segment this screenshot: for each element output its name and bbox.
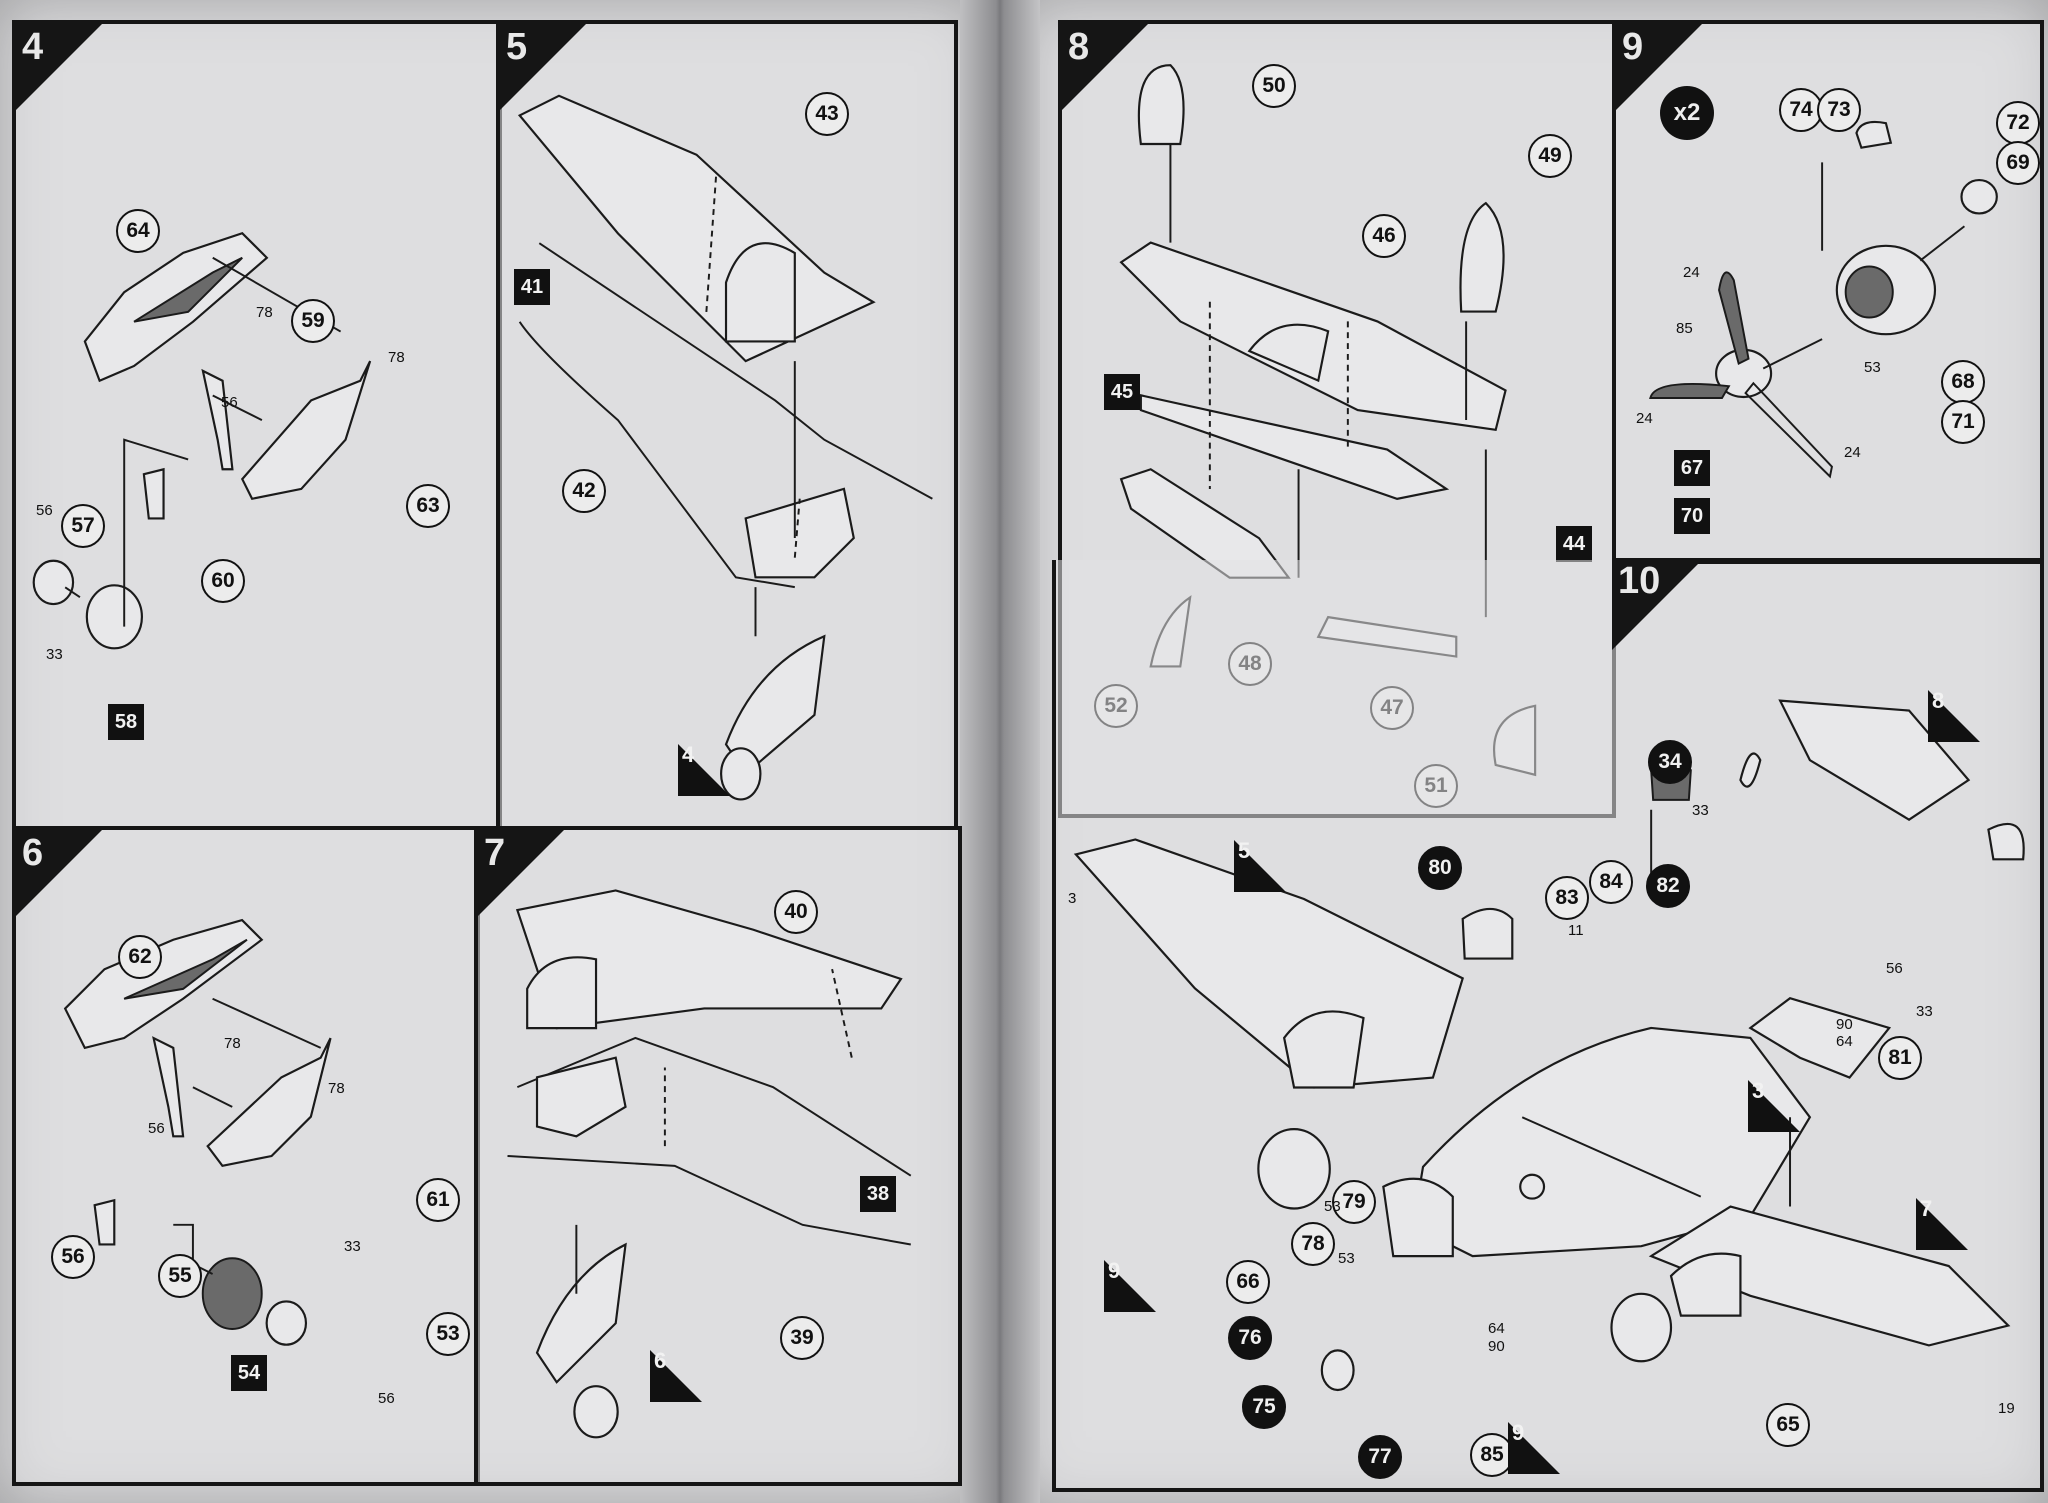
part-callout: 61 [416, 1178, 460, 1222]
part-callout: 84 [1589, 860, 1633, 904]
part-callout: 85 [1470, 1433, 1514, 1477]
step-4-number: 4 [22, 26, 44, 68]
part-number: 56 [378, 1390, 395, 1407]
part-callout: 57 [61, 504, 105, 548]
part-number: 33 [344, 1238, 361, 1255]
part-number: 11 [1568, 922, 1584, 939]
step-4-drawing [32, 231, 372, 650]
part-callout: 78 [1291, 1222, 1335, 1266]
part-callout: 77 [1358, 1435, 1402, 1479]
step-7-number: 7 [484, 832, 506, 874]
part-number: 78 [224, 1035, 241, 1052]
part-box: 44 [1556, 526, 1592, 562]
part-callout: 39 [780, 1316, 824, 1360]
part-number: 33 [46, 646, 63, 663]
part-callout: 75 [1242, 1385, 1286, 1429]
step-4-marker [16, 24, 104, 112]
part-callout: 55 [158, 1254, 202, 1298]
part-number: 85 [1676, 320, 1693, 337]
step-5-number: 5 [506, 26, 528, 68]
part-box: 41 [514, 269, 550, 305]
step-9-drawing [1649, 120, 1998, 479]
part-callout: 59 [291, 299, 335, 343]
part-callout: 42 [562, 469, 606, 513]
part-number: 78 [256, 304, 273, 321]
step-5-marker [500, 24, 588, 112]
part-box: 67 [1674, 450, 1710, 486]
part-number: 64 [1836, 1033, 1853, 1050]
book-gutter [960, 0, 1040, 1503]
part-number: 3 [1068, 890, 1077, 907]
part-number: 33 [1692, 802, 1709, 819]
part-callout: 49 [1528, 134, 1572, 178]
part-box: 54 [231, 1355, 267, 1391]
part-callout: 71 [1941, 400, 1985, 444]
part-number: 53 [1324, 1198, 1341, 1215]
part-callout: 46 [1362, 214, 1406, 258]
step-6-number: 6 [22, 832, 44, 874]
part-callout: 62 [118, 935, 162, 979]
part-number: 56 [1886, 960, 1903, 977]
part-callout: 69 [1996, 141, 2040, 185]
part-number: 90 [1488, 1338, 1505, 1355]
part-callout: 56 [51, 1235, 95, 1279]
part-number: 56 [148, 1120, 165, 1137]
step-6-marker [16, 830, 104, 918]
part-box: 45 [1104, 374, 1140, 410]
part-callout: 60 [201, 559, 245, 603]
part-callout: 81 [1878, 1036, 1922, 1080]
part-box: 70 [1674, 498, 1710, 534]
part-number: 53 [1864, 359, 1881, 376]
step-10-number: 10 [1618, 560, 1661, 602]
part-callout: 65 [1766, 1403, 1810, 1447]
part-callout: 72 [1996, 101, 2040, 145]
part-callout: 73 [1817, 88, 1861, 132]
step-4-panel: 4 64 59 57 63 60 78 78 56 56 33 58 [12, 20, 502, 830]
part-number: 19 [1998, 1400, 2015, 1417]
step-5-drawing [517, 94, 933, 801]
part-callout: 76 [1228, 1316, 1272, 1360]
part-box: 58 [108, 704, 144, 740]
part-number: 90 [1836, 1016, 1853, 1033]
part-number: 24 [1844, 444, 1861, 461]
quantity-badge: x2 [1660, 86, 1714, 140]
part-number: 56 [221, 394, 238, 411]
part-callout: 79 [1332, 1180, 1376, 1224]
part-box: 38 [860, 1176, 896, 1212]
step-7-panel: 7 40 39 38 6 [474, 826, 962, 1486]
part-callout: 40 [774, 890, 818, 934]
part-callout: 43 [805, 92, 849, 136]
part-number: 56 [36, 502, 53, 519]
part-number: 33 [1916, 1003, 1933, 1020]
part-callout: 80 [1418, 846, 1462, 890]
part-callout: 68 [1941, 360, 1985, 404]
part-callout: 34 [1648, 740, 1692, 784]
step-10-top-border [1614, 560, 2040, 564]
part-number: 78 [328, 1080, 345, 1097]
step-5-panel: 5 43 42 41 4 [496, 20, 958, 830]
step-10-drawing [1073, 699, 2025, 1392]
part-callout: 63 [406, 484, 450, 528]
part-callout: 50 [1252, 64, 1296, 108]
step-9-panel: 9 x2 74 73 72 69 68 71 24 85 53 24 24 67… [1612, 20, 2044, 562]
step-8-marker [1062, 24, 1150, 112]
part-number: 24 [1683, 264, 1700, 281]
part-number: 24 [1636, 410, 1653, 427]
step-7-drawing [507, 889, 912, 1439]
part-callout: 64 [116, 209, 160, 253]
part-callout: 66 [1226, 1260, 1270, 1304]
part-callout: 82 [1646, 864, 1690, 908]
part-number: 78 [388, 349, 405, 366]
part-number: 53 [1338, 1250, 1355, 1267]
step-10-marker [1612, 560, 1702, 650]
part-callout: 83 [1545, 876, 1589, 920]
part-number: 64 [1488, 1320, 1505, 1337]
step-10-panel: 10 80 83 84 82 34 79 78 66 76 75 77 85 6… [1052, 560, 2044, 1492]
step-8-number: 8 [1068, 26, 1090, 68]
part-callout: 53 [426, 1312, 470, 1356]
step-9-number: 9 [1622, 26, 1644, 68]
step-6-panel: 6 62 61 56 55 53 78 78 56 33 56 54 [12, 826, 480, 1486]
